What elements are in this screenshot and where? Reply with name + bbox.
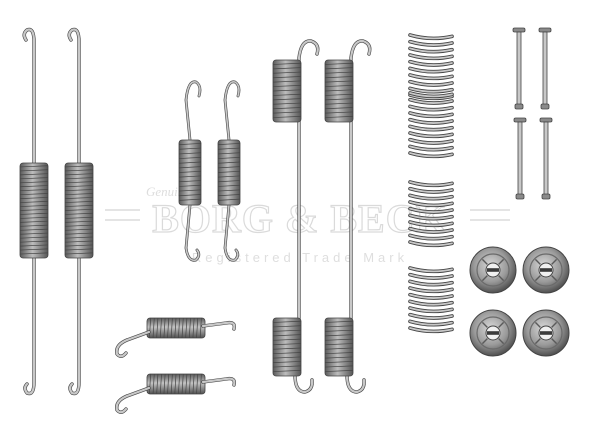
retaining-pin-3 [513,117,527,200]
small-spring-right [217,80,241,262]
horizontal-spring-top [115,317,237,358]
retaining-cup-4 [522,309,570,357]
retaining-pin-4 [539,117,553,200]
long-shoe-spring-right [64,27,94,396]
long-shoe-spring-left [19,27,49,396]
retaining-pin-1 [512,27,526,110]
compression-spring-4 [408,266,454,334]
small-spring-left [178,80,202,262]
hook-spring-right [324,39,372,394]
compression-spring-3 [408,180,454,248]
compression-spring-2 [408,91,454,159]
retaining-cup-3 [469,309,517,357]
hook-spring-left [272,39,320,394]
retaining-cup-1 [469,246,517,294]
horizontal-spring-bottom [115,373,237,414]
compression-spring-1 [408,33,454,101]
retaining-pin-2 [538,27,552,110]
retaining-cup-2 [522,246,570,294]
